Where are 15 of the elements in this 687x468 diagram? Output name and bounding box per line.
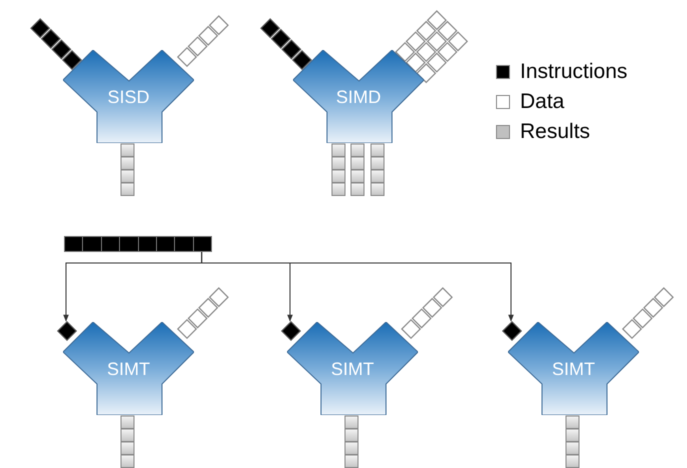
processor-label: SIMT [330,358,375,380]
processor-label: SIMT [106,358,151,380]
legend-label: Results [520,120,590,144]
processor-shape [63,50,194,143]
processor-shape [508,322,639,415]
processor-shape [287,322,418,415]
processor-label: SISD [106,86,150,108]
arrow [201,252,514,322]
processor-shape [63,322,194,415]
legend-label: Instructions [520,60,628,84]
processor-label: SIMT [551,358,596,380]
instruction-queue [64,236,212,252]
processor-shape [293,50,424,143]
processor-label: SIMD [335,86,382,108]
legend-label: Data [520,90,564,114]
